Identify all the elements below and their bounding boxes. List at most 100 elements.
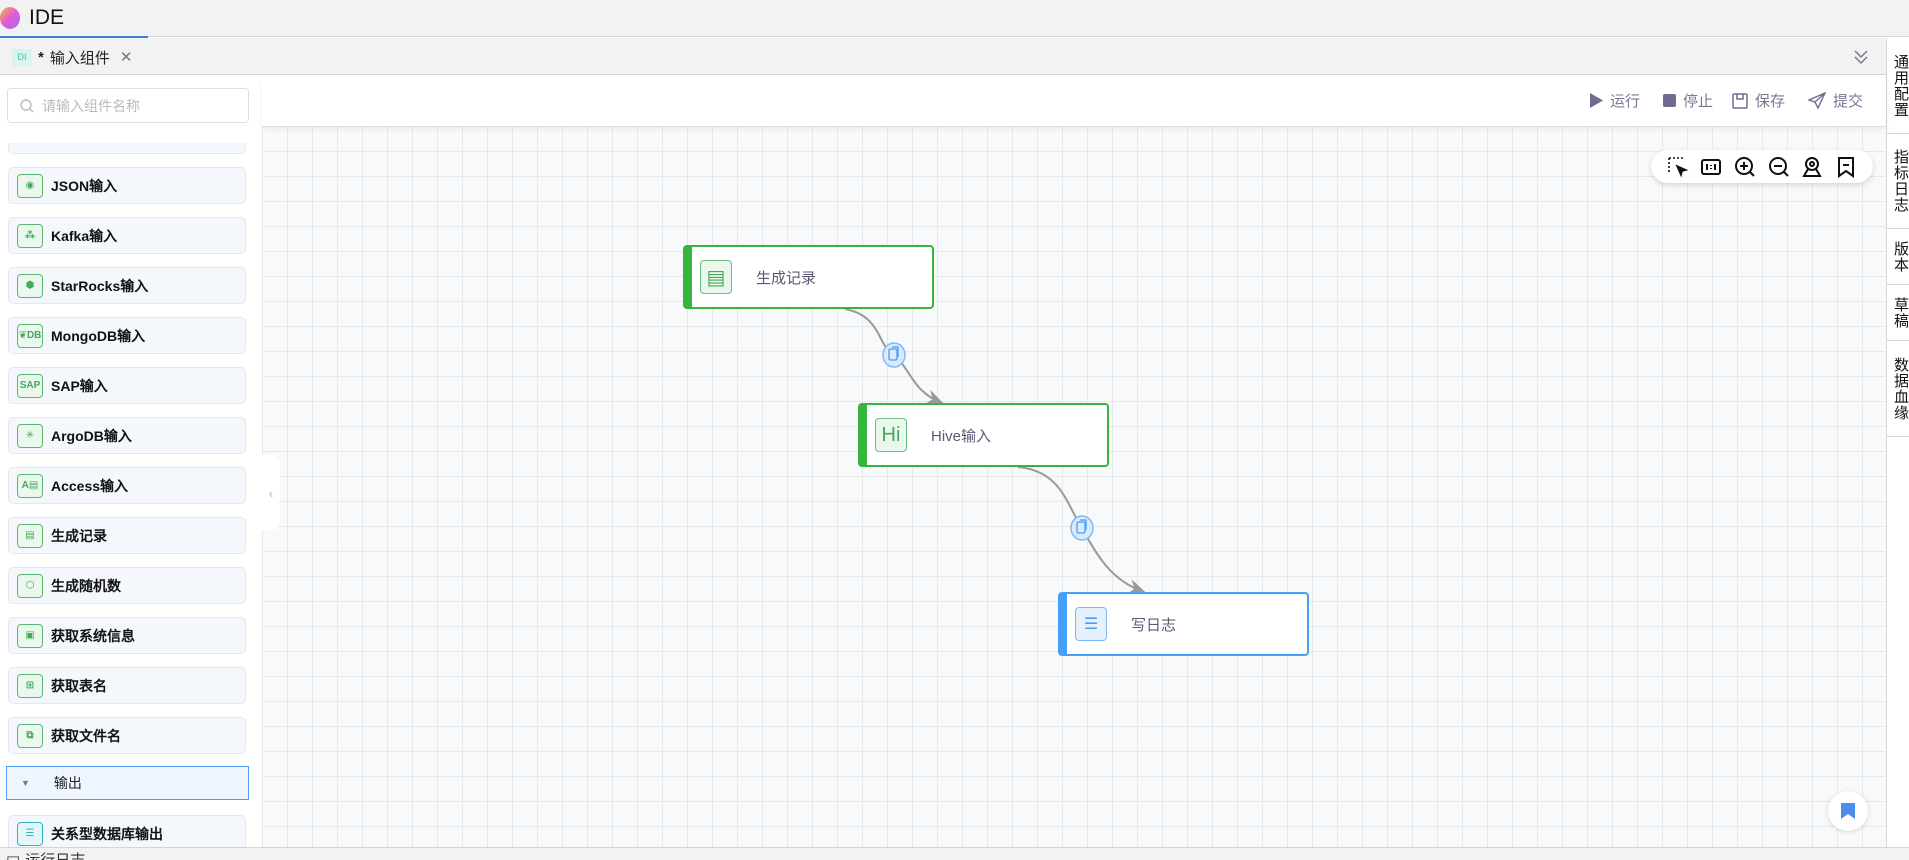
send-icon (1808, 92, 1826, 109)
table-icon: ⊞ (17, 673, 43, 698)
bookmark-icon (1841, 803, 1855, 819)
right-panel: 通用配置 指标日志 版本 草稿 数据血缘 (1886, 38, 1909, 847)
list-item-label: 关系型数据库输出 (51, 825, 163, 842)
list-item-label: 获取系统信息 (51, 627, 135, 644)
file-icon: ⧉ (17, 723, 43, 748)
di-badge: DI (12, 48, 32, 66)
stop-icon (1663, 94, 1676, 107)
list-item[interactable]: ▣ 获取系统信息 (8, 617, 246, 654)
list-item-label: SAP输入 (51, 377, 108, 394)
right-tab-general-config[interactable]: 通用配置 (1887, 38, 1909, 134)
component-search[interactable] (7, 88, 249, 123)
node-label: 生成记录 (756, 269, 817, 287)
tab-bar: DI * 输入组件 ✕ (0, 38, 1886, 75)
starrocks-icon: ⬢ (17, 273, 43, 298)
kafka-icon: ⁂ (17, 223, 43, 248)
bookmark-icon[interactable] (1835, 156, 1857, 178)
close-icon[interactable]: ✕ (119, 49, 133, 66)
stop-button[interactable]: 停止 (1663, 75, 1713, 126)
mongodb-icon: ❦DB (17, 323, 43, 348)
sap-icon: SAP (17, 373, 43, 398)
list-item-label: Access输入 (51, 477, 129, 494)
right-tab-data-lineage[interactable]: 数据血缘 (1887, 341, 1909, 437)
save-icon (1732, 92, 1748, 109)
list-item[interactable]: ⁂ Kafka输入 (8, 217, 246, 254)
double-chevron-down-icon[interactable] (1840, 43, 1882, 71)
submit-button[interactable]: 提交 (1808, 75, 1863, 126)
argodb-icon: ✳ (17, 423, 43, 448)
access-icon: A▤ (17, 473, 43, 498)
bottom-bar: ▭运行日志 (0, 847, 1909, 860)
edge-2-copy-icon[interactable] (1070, 515, 1094, 541)
list-item[interactable]: ⊞ 获取表名 (8, 667, 246, 704)
zoom-out-icon[interactable] (1768, 156, 1790, 178)
edge-1-copy-icon[interactable] (882, 342, 906, 368)
search-icon (20, 98, 34, 112)
node-label: 写日志 (1131, 616, 1177, 634)
flow-canvas[interactable]: ▤ 生成记录 Hi Hive输入 ☰ 写日志 (262, 126, 1886, 847)
right-tab-version[interactable]: 版本 (1887, 229, 1909, 285)
node-write-log[interactable]: ☰ 写日志 (1058, 592, 1309, 656)
list-item[interactable]: ⬢StarRocks输入 (8, 267, 246, 304)
edges-layer (844, 308, 1146, 595)
app-title: IDE (29, 6, 65, 29)
caret-down-icon: ▼ (21, 778, 30, 788)
list-item-label: 生成记录 (51, 527, 107, 544)
database-icon: ☰ (17, 821, 43, 846)
run-log-label: 运行日志 (25, 849, 85, 860)
list-item-label: 生成随机数 (51, 577, 121, 594)
fit-view-icon[interactable] (1700, 156, 1722, 178)
save-button[interactable]: 保存 (1732, 75, 1785, 126)
list-item[interactable]: SAP SAP输入 (8, 367, 246, 404)
records-icon: ▤ (700, 260, 732, 294)
list-item[interactable]: ⬡ 生成随机数 (8, 567, 246, 604)
list-item[interactable]: ◉ JSON输入 (8, 167, 246, 204)
node-generate-records[interactable]: ▤ 生成记录 (683, 245, 934, 309)
toolbar: 运行 停止 保存 提交 (262, 75, 1886, 126)
tab-input-components[interactable]: DI * 输入组件 ✕ (12, 45, 132, 69)
run-log-tab[interactable]: ▭运行日志 (6, 849, 85, 860)
node-label: Hive输入 (931, 427, 992, 445)
system-info-icon: ▣ (17, 623, 43, 648)
collapse-sidebar-chevron-left-icon[interactable]: ‹ (262, 455, 280, 530)
top-bar: IDE (0, 0, 1909, 39)
section-output[interactable]: ▼ 输出 (6, 766, 249, 800)
right-tab-metric-log[interactable]: 指标日志 (1887, 134, 1909, 229)
zoom-in-icon[interactable] (1734, 156, 1756, 178)
list-item-label: ArgoDB输入 (51, 427, 132, 444)
list-item[interactable]: ❦DB MongoDB输入 (8, 317, 246, 354)
stop-label: 停止 (1683, 93, 1714, 110)
json-icon: ◉ (17, 173, 43, 198)
run-label: 运行 (1610, 93, 1641, 110)
bookmark-button[interactable] (1828, 791, 1868, 831)
list-item-label: JSON输入 (51, 177, 118, 194)
active-app-indicator (0, 36, 148, 39)
node-hive-input[interactable]: Hi Hive输入 (858, 403, 1109, 467)
list-item[interactable]: ▤ 生成记录 (8, 517, 246, 554)
log-icon: ☰ (1075, 607, 1107, 641)
canvas-zoom-toolbar (1651, 150, 1873, 183)
modified-indicator: * (38, 48, 44, 66)
play-icon (1590, 93, 1603, 108)
list-item[interactable]: A▤ Access输入 (8, 467, 246, 504)
list-item[interactable]: ⧉ 获取文件名 (8, 717, 246, 754)
list-item-label: Kafka输入 (51, 227, 118, 244)
right-tab-draft[interactable]: 草稿 (1887, 285, 1909, 341)
run-button[interactable]: 运行 (1590, 75, 1640, 126)
list-item-label: 获取表名 (51, 677, 107, 694)
component-sidebar: ◉ JSON输入 ⁂ Kafka输入 ⬢StarRocks输入 ❦DB MongoDB输入 S… (0, 75, 262, 847)
app-logo (0, 7, 20, 29)
list-item[interactable]: ☰ 关系型数据库输出 (8, 815, 246, 847)
list-item[interactable]: ✳ ArgoDB输入 (8, 417, 246, 454)
records-icon: ▤ (17, 523, 43, 548)
locate-icon[interactable] (1801, 156, 1823, 178)
list-item-label: MongoDB输入 (51, 327, 146, 344)
hive-icon: Hi (875, 418, 907, 452)
tab-label: 输入组件 (49, 49, 110, 67)
box-select-icon[interactable] (1667, 156, 1689, 178)
submit-label: 提交 (1833, 93, 1864, 110)
save-label: 保存 (1755, 93, 1786, 110)
dice-icon: ⬡ (17, 573, 43, 598)
search-input[interactable] (42, 97, 232, 114)
list-item-label: 获取文件名 (51, 727, 121, 744)
